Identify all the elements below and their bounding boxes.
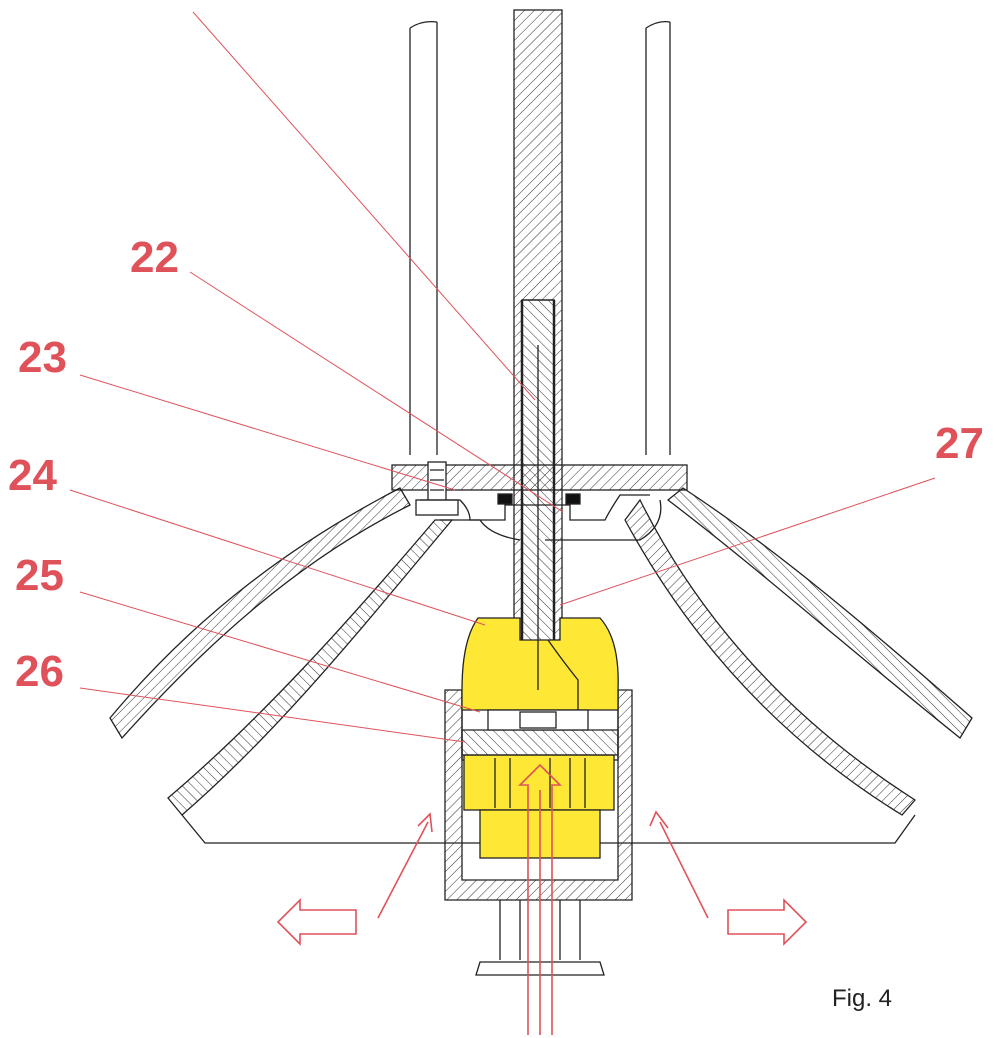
- flow-arrow-up-right: [377, 812, 433, 919]
- inflow-arrow: [518, 763, 562, 1035]
- yellow-cap: [461, 617, 619, 720]
- yellow-insert: [463, 754, 615, 859]
- outflow-arrow-right: [727, 898, 808, 946]
- flow-arrow-up-left: [649, 810, 709, 919]
- ref-25: 25: [15, 551, 64, 600]
- inlet-fitting: [475, 900, 605, 976]
- valve-seat: [461, 709, 619, 756]
- left-post: [409, 20, 438, 455]
- ref-26: 26: [15, 647, 64, 696]
- outer-bowl-right: [624, 487, 973, 816]
- outer-bowl-left: [109, 487, 454, 816]
- leader-lines: [69, 11, 936, 743]
- ref-24: 24: [8, 451, 57, 500]
- central-shaft: [513, 9, 563, 651]
- ref-23: 23: [18, 333, 67, 382]
- right-post: [645, 20, 671, 455]
- figure-caption: Fig. 4: [832, 985, 892, 1012]
- ref-27: 27: [935, 419, 984, 468]
- ref-22: 22: [130, 233, 179, 282]
- outflow-arrow-left: [276, 898, 357, 946]
